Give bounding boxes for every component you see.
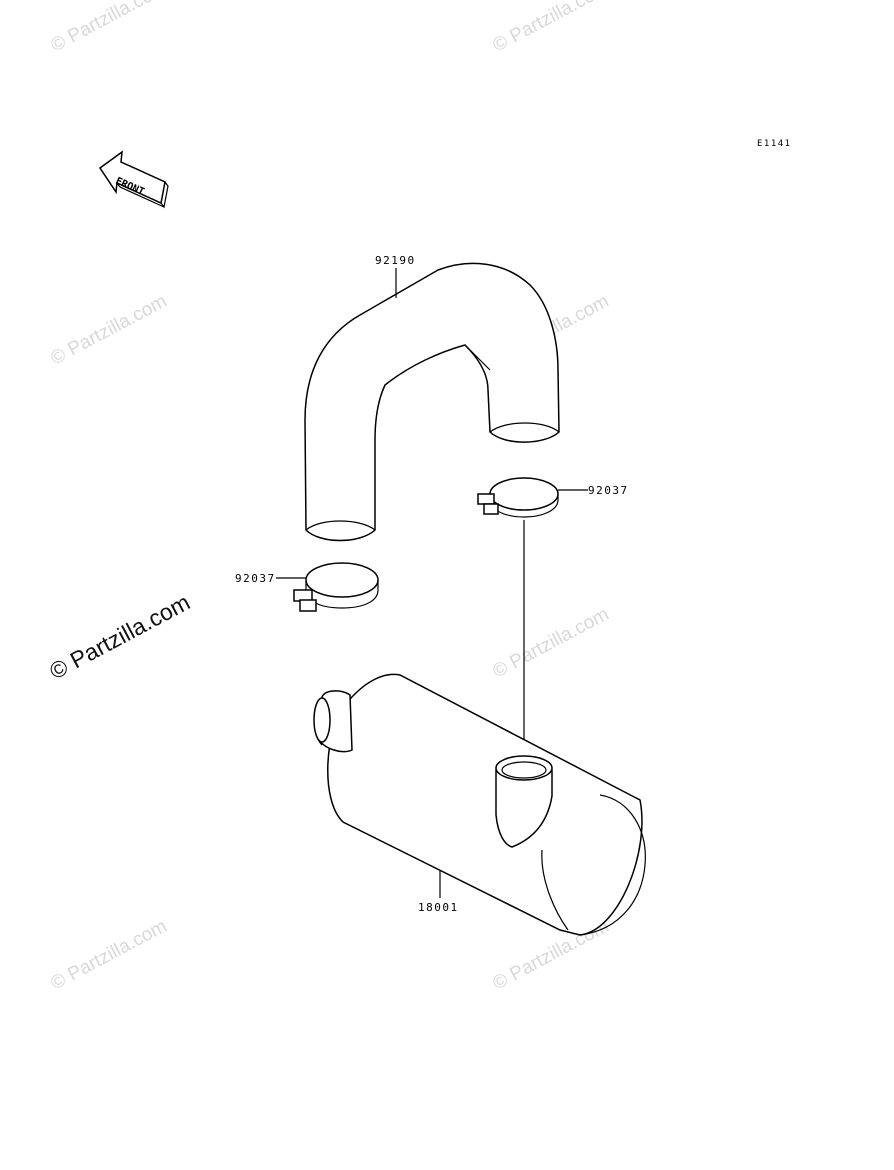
part-number-hose: 92190 [375,254,416,267]
hose-drawing [304,262,560,542]
watermark-prominent: © Partzilla.com [45,589,194,685]
watermark-1: © Partzilla.com [47,0,170,56]
part-number-silencer: 18001 [418,901,459,914]
part-number-clamp-lower: 92037 [235,572,276,585]
watermark-6: © Partzilla.com [489,604,612,683]
watermark-3: © Partzilla.com [47,291,170,370]
part-number-clamp-upper: 92037 [588,484,629,497]
front-arrow-icon: FRONT [98,150,169,209]
diagram-code: E1141 [757,139,792,149]
clamp-upper-drawing [477,477,559,518]
watermark-7: © Partzilla.com [47,916,170,995]
silencer-drawing [313,673,646,936]
clamp-lower-drawing [293,562,379,612]
watermark-2: © Partzilla.com [489,0,612,56]
